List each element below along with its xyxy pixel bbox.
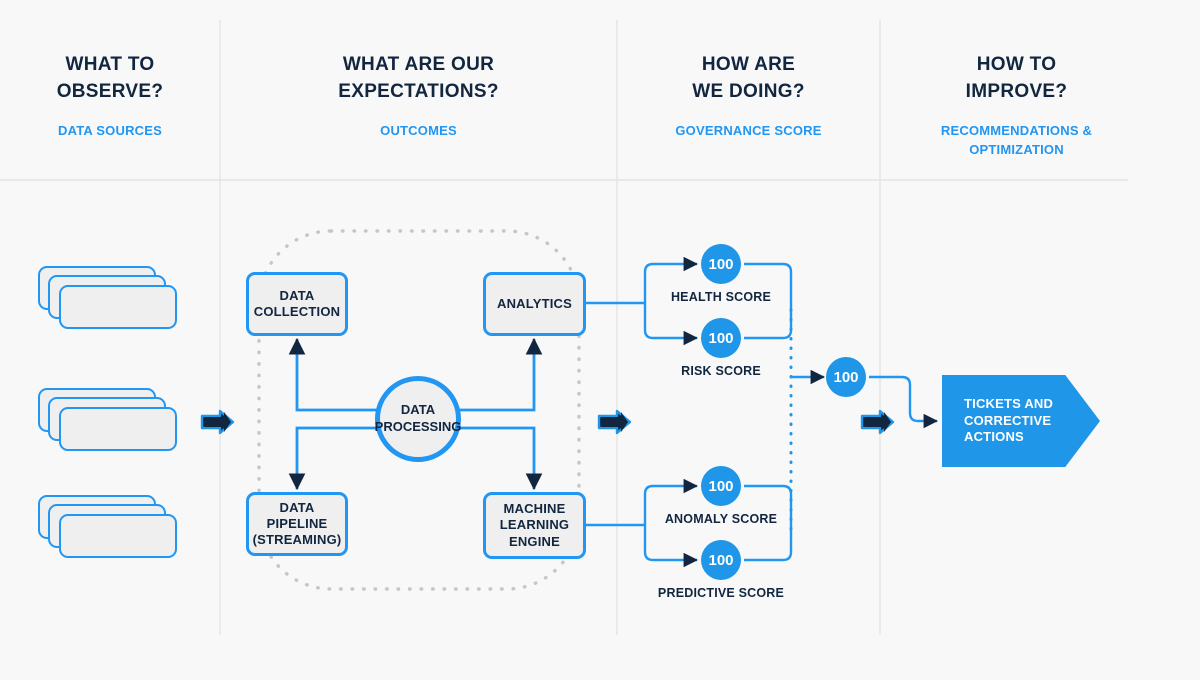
- score-value-circle: 100: [701, 540, 741, 580]
- column-title: WHAT TO OBSERVE?: [56, 54, 164, 102]
- link-processing-to-analytics: [458, 337, 543, 412]
- link-to-risk-score: [643, 326, 698, 346]
- column-subtitle: DATA SOURCES: [58, 122, 162, 138]
- link-risk-merge: [744, 313, 793, 340]
- link-to-predictive-score: [643, 548, 698, 568]
- data-source-stack-1[interactable]: [38, 266, 178, 338]
- column-subtitle: RECOMMENDATIONS & OPTIMIZATION: [940, 122, 1093, 158]
- stage-arrow-governance-to-improve: [860, 409, 895, 435]
- score-value-circle: 100: [701, 244, 741, 284]
- score-label: ANOMALY SCORE: [664, 512, 778, 526]
- column-header-2: WHAT ARE OUR EXPECTATIONS? OUTCOMES: [220, 52, 617, 140]
- score-node-anomaly[interactable]: 100 ANOMALY SCORE: [665, 466, 777, 526]
- document-sheet-icon: [59, 514, 177, 558]
- process-box-ml-engine[interactable]: MACHINE LEARNING ENGINE: [483, 492, 586, 559]
- process-box-analytics[interactable]: ANALYTICS: [483, 272, 586, 336]
- score-value-circle: 100: [826, 357, 866, 397]
- output-chevron-tickets[interactable]: TICKETS AND CORRECTIVE ACTIONS: [942, 375, 1100, 467]
- link-predictive-merge: [744, 535, 793, 562]
- output-label: TICKETS AND CORRECTIVE ACTIONS: [964, 395, 1054, 445]
- score-node-risk[interactable]: 100 RISK SCORE: [681, 318, 761, 378]
- link-anomaly-merge: [744, 484, 793, 535]
- link-processing-to-pipeline: [288, 426, 378, 491]
- data-source-stack-2[interactable]: [38, 388, 178, 460]
- column-title: HOW TO IMPROVE?: [965, 54, 1068, 102]
- score-label: PREDICTIVE SCORE: [657, 586, 785, 600]
- score-label: RISK SCORE: [681, 364, 761, 378]
- link-processing-to-collection: [288, 337, 378, 412]
- stage-arrow-sources-to-outcomes: [200, 409, 235, 435]
- link-aggregate-to-output: [869, 375, 938, 429]
- link-processing-to-ml: [458, 426, 543, 491]
- column-title: HOW ARE WE DOING?: [692, 54, 805, 102]
- column-subtitle: GOVERNANCE SCORE: [675, 122, 822, 138]
- column-header-4: HOW TO IMPROVE? RECOMMENDATIONS & OPTIMI…: [880, 52, 1153, 160]
- score-node-health[interactable]: 100 HEALTH SCORE: [671, 244, 771, 304]
- stage-arrow-outcomes-to-governance: [597, 409, 632, 435]
- link-to-health-score: [643, 256, 698, 280]
- link-health-merge: [744, 262, 793, 313]
- process-box-data-pipeline[interactable]: DATA PIPELINE (STREAMING): [246, 492, 348, 556]
- score-node-predictive[interactable]: 100 PREDICTIVE SCORE: [658, 540, 784, 600]
- link-to-anomaly-score: [643, 478, 698, 502]
- column-title: WHAT ARE OUR EXPECTATIONS?: [338, 54, 499, 102]
- document-sheet-icon: [59, 407, 177, 451]
- column-header-1: WHAT TO OBSERVE? DATA SOURCES: [0, 52, 220, 140]
- score-label: HEALTH SCORE: [670, 290, 772, 304]
- column-subtitle: OUTCOMES: [380, 122, 457, 138]
- document-sheet-icon: [59, 285, 177, 329]
- column-header-3: HOW ARE WE DOING? GOVERNANCE SCORE: [617, 52, 880, 140]
- process-box-data-collection[interactable]: DATA COLLECTION: [246, 272, 348, 336]
- score-value-circle: 100: [701, 466, 741, 506]
- data-source-stack-3[interactable]: [38, 495, 178, 567]
- score-node-aggregate[interactable]: 100: [826, 357, 866, 397]
- score-value-circle: 100: [701, 318, 741, 358]
- process-circle-data-processing[interactable]: DATA PROCESSING: [375, 376, 461, 462]
